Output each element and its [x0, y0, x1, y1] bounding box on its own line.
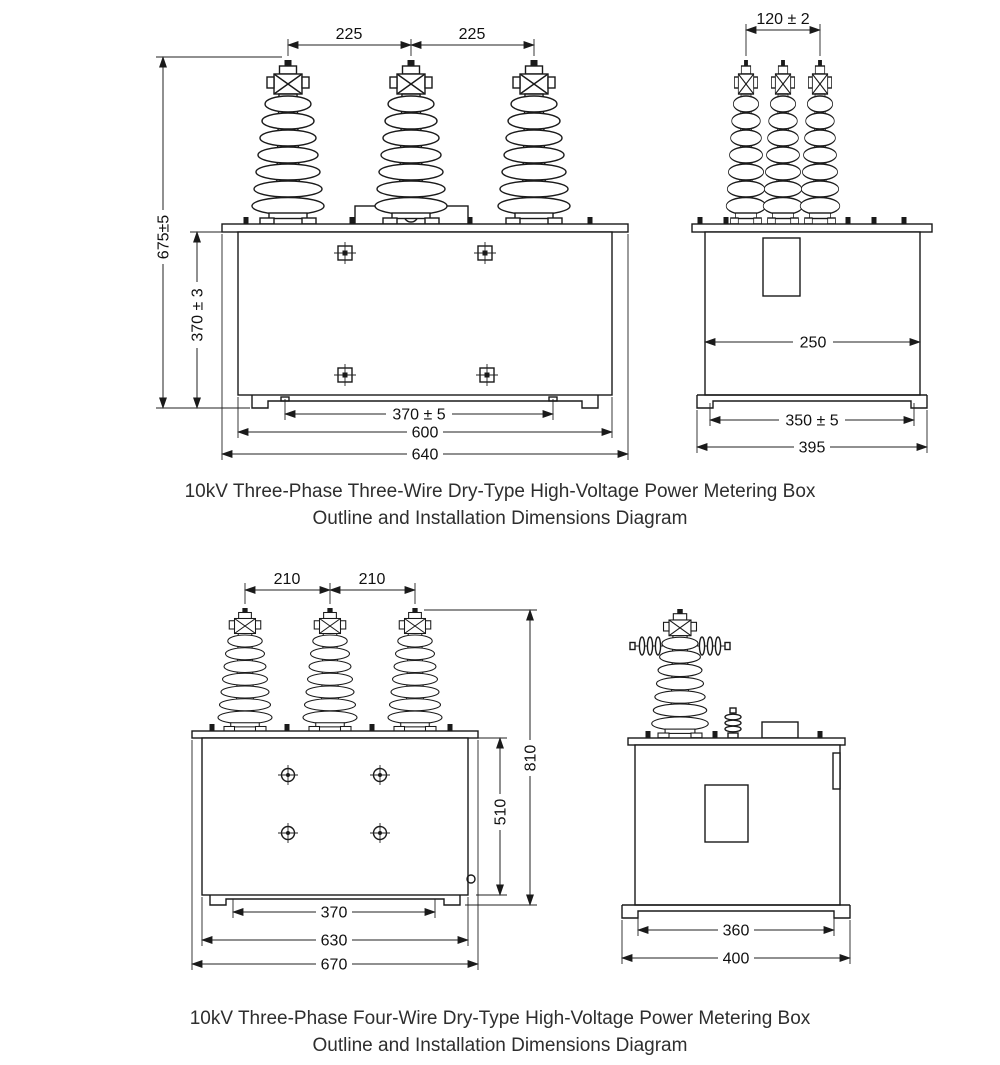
small-bushing — [724, 707, 742, 739]
top-flange — [691, 223, 933, 233]
box-body — [237, 231, 613, 396]
top-flange — [191, 730, 479, 739]
bushing-phase-b — [374, 59, 448, 225]
bushing-phase-a — [251, 59, 325, 225]
bushing-side — [799, 59, 841, 225]
base-channel — [251, 395, 599, 409]
base-channel — [209, 895, 461, 906]
dim-body-height: 510 — [470, 737, 510, 896]
dim-label-600: 600 — [412, 425, 439, 442]
dim-label-630: 630 — [321, 933, 348, 950]
bushing-side — [762, 59, 804, 225]
dim-label-120: 120 ± 2 — [756, 11, 809, 28]
dim-label-210-right: 210 — [359, 571, 386, 588]
dim-body-height: 370 ± 3 — [188, 231, 236, 409]
dim-label-400: 400 — [723, 951, 750, 968]
four-wire-caption: 10kV Three-Phase Four-Wire Dry-Type High… — [0, 1005, 1000, 1059]
caption-line-1: 10kV Three-Phase Four-Wire Dry-Type High… — [189, 1008, 811, 1029]
bushing-phase-c — [497, 59, 571, 225]
dim-overall-height: 675±5 — [154, 56, 282, 409]
dim-bushing-spacing-side: 120 ± 2 — [745, 11, 821, 56]
dim-label-810: 810 — [523, 745, 540, 772]
ground-terminal — [466, 874, 476, 884]
dim-body-width: 600 — [237, 397, 613, 442]
dim-bushing-spacing: 210 210 — [244, 571, 416, 604]
dim-body-width: 630 — [201, 897, 469, 950]
caption-line-2: Outline and Installation Dimensions Diag… — [312, 508, 688, 529]
terminal-block — [761, 721, 799, 739]
dim-label-350: 350 ± 5 — [785, 413, 838, 430]
dim-overall-width: 640 — [221, 234, 629, 464]
dim-label-670: 670 — [321, 957, 348, 974]
terminal-plate — [704, 784, 749, 843]
dim-label-370: 370 — [321, 905, 348, 922]
dim-label-370-5: 370 ± 5 — [392, 407, 445, 424]
three-wire-caption: 10kV Three-Phase Three-Wire Dry-Type Hig… — [0, 478, 1000, 532]
base-channel — [696, 395, 928, 409]
bushing-phase-a — [217, 607, 273, 732]
dim-mount-hole-spacing: 370 — [232, 899, 436, 922]
bushing-phase-b — [302, 607, 358, 732]
dim-mount-hole-spacing: 370 ± 5 — [284, 399, 554, 424]
box-body — [704, 231, 921, 396]
caption-line-2: Outline and Installation Dimensions Diag… — [312, 1035, 688, 1056]
dim-body-depth: 250 — [704, 334, 921, 352]
bushing-side — [651, 608, 709, 739]
top-flange — [627, 737, 846, 746]
bushing-side — [725, 59, 767, 225]
four-wire-front-view: 210 210 810 510 370 — [191, 571, 540, 974]
dim-label-395: 395 — [799, 440, 826, 457]
box-body — [634, 744, 841, 906]
dim-overall-height: 810 — [424, 609, 540, 906]
dim-overall-depth: 395 — [696, 410, 928, 457]
side-handle — [832, 752, 841, 790]
box-body — [201, 737, 469, 896]
three-wire-front-view: 225 225 675±5 370 ± 3 370 ± 5 — [154, 26, 629, 464]
dim-label-510: 510 — [493, 799, 510, 826]
dim-label-360: 360 — [723, 923, 750, 940]
dim-bushing-spacing: 225 225 — [287, 26, 535, 56]
dim-overall-width: 670 — [191, 740, 479, 974]
dim-label-640: 640 — [412, 447, 439, 464]
dim-label-225-left: 225 — [336, 26, 363, 43]
dim-overall-depth: 400 — [621, 920, 851, 968]
dim-label-210-left: 210 — [274, 571, 301, 588]
dim-label-250: 250 — [800, 335, 827, 352]
terminal-plate — [762, 237, 801, 297]
caption-line-1: 10kV Three-Phase Three-Wire Dry-Type Hig… — [184, 481, 816, 502]
dim-mount-hole-spacing-side: 350 ± 5 — [709, 403, 915, 430]
three-wire-side-view: 120 ± 2 250 350 ± 5 395 — [691, 11, 933, 457]
dim-label-675: 675±5 — [156, 215, 173, 259]
four-wire-side-view: 360 400 — [621, 608, 851, 968]
bushing-phase-c — [387, 607, 443, 732]
dim-mount-hole-spacing-side: 360 — [637, 913, 835, 940]
dim-label-225-right: 225 — [459, 26, 486, 43]
top-flange — [221, 223, 629, 233]
base-channel — [621, 905, 851, 919]
dim-label-370-3: 370 ± 3 — [190, 288, 207, 341]
